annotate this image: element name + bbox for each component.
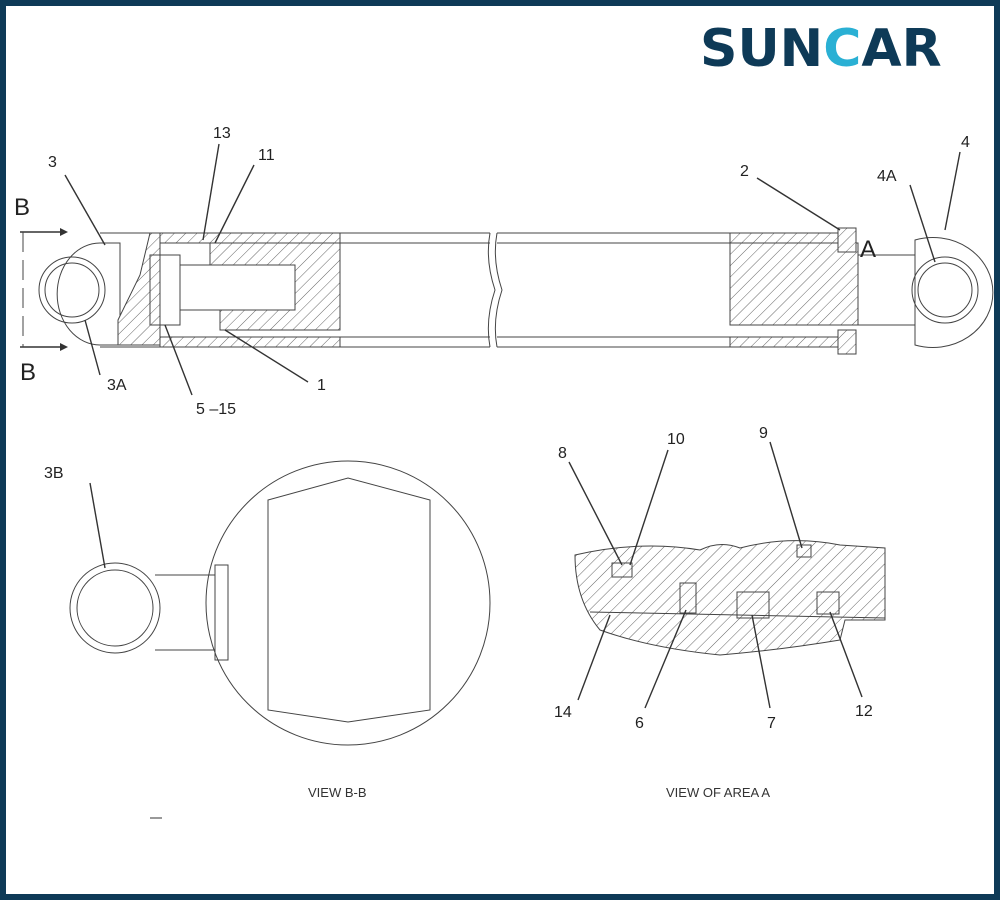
label-1: 1 <box>317 377 326 394</box>
head-section <box>117 232 161 346</box>
svg-text:SUNCAR: SUNCAR <box>700 19 942 79</box>
cylinder-main-view <box>20 143 994 396</box>
label-10: 10 <box>667 431 685 448</box>
rod-eye-right <box>914 237 994 348</box>
rod-section <box>729 242 859 326</box>
label-11: 11 <box>258 147 275 164</box>
view-bb-caption: VIEW B-B <box>308 785 367 800</box>
label-14: 14 <box>554 704 572 721</box>
label-B-top: B <box>14 194 30 221</box>
label-6: 6 <box>635 715 644 732</box>
gland-bottom <box>837 329 857 355</box>
label-3: 3 <box>48 154 57 171</box>
label-12: 12 <box>855 703 873 720</box>
view-area-a: 8 10 9 14 6 7 12 VIEW OF AREA A <box>554 425 886 800</box>
label-B-bottom: B <box>20 359 36 386</box>
hydraulic-cylinder-diagram: SUNCAR <box>14 19 994 819</box>
label-4: 4 <box>961 134 970 151</box>
detail-circle <box>205 460 491 746</box>
label-A: A <box>860 236 876 263</box>
main-view-labels: 13 11 3 B B 3A 5 –15 1 2 4A 4 A <box>14 125 970 418</box>
label-7: 7 <box>767 715 776 732</box>
label-3A: 3A <box>107 377 127 394</box>
label-5-15: 5 –15 <box>196 401 236 418</box>
label-4A: 4A <box>877 168 897 185</box>
label-2: 2 <box>740 163 749 180</box>
hex-end-view <box>267 477 431 723</box>
rod-eye-left <box>56 242 121 346</box>
label-3B: 3B <box>44 465 64 482</box>
bearing-3A-inner <box>44 262 100 318</box>
label-13: 13 <box>213 125 231 142</box>
view-area-a-caption: VIEW OF AREA A <box>666 785 770 800</box>
gland-top <box>837 227 857 253</box>
piston-section <box>209 242 341 331</box>
view-bb: 3B VIEW B-B <box>44 460 491 819</box>
bearing-3A-outer <box>38 256 106 324</box>
bolt-shank <box>179 264 296 311</box>
label-8: 8 <box>558 445 567 462</box>
label-9: 9 <box>759 425 768 442</box>
suncar-logo: SUNCAR <box>700 19 942 79</box>
